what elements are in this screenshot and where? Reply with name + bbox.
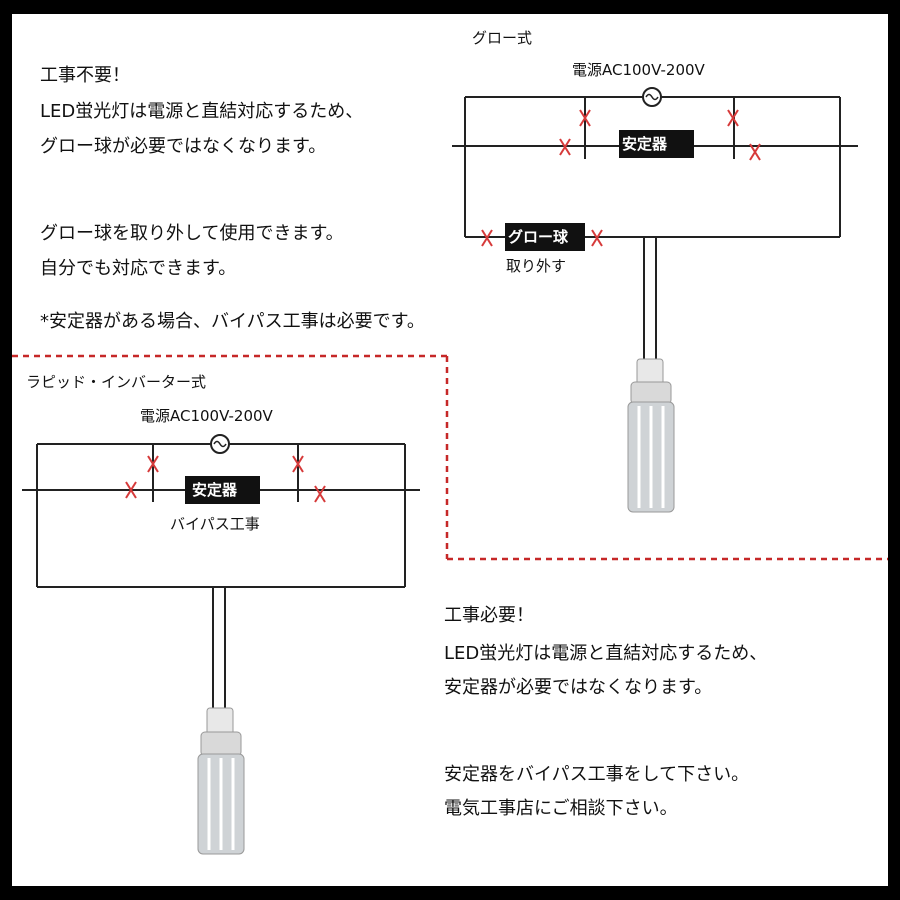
top-left-line-5: 自分でも対応できます。: [40, 258, 237, 279]
ac-source-symbol-bottom: [210, 434, 230, 454]
led-lamp-bottom-icon: [197, 707, 245, 855]
glow-starter-label: グロー球: [508, 228, 569, 246]
ballast-box-top: [619, 130, 694, 158]
ballast-note: *安定器がある場合、バイパス工事は必要です。: [40, 311, 425, 332]
led-lamp-top-icon: [627, 358, 675, 513]
top-left-line-2: LED蛍光灯は電源と直結対応するため、: [40, 101, 364, 122]
no-work-heading: 工事不要！: [40, 65, 130, 86]
cut-marks-bottom: [125, 455, 326, 503]
bottom-right-line-2: LED蛍光灯は電源と直結対応するため、: [444, 643, 768, 664]
remove-label: 取り外す: [506, 257, 567, 275]
work-required-heading: 工事必要！: [444, 605, 534, 626]
diagram-frame: グロー式 電源AC100V-200V 安定器 グロー球 取り外す 工事不要！ L…: [12, 14, 888, 886]
bypass-label: バイパス工事: [170, 515, 260, 533]
ac-source-symbol-top: [642, 87, 662, 107]
glow-box: [505, 223, 585, 251]
glow-type-title: グロー式: [472, 29, 533, 47]
glow-ballast-label: 安定器: [622, 135, 668, 153]
bottom-right-line-3: 安定器が必要ではなくなります。: [444, 677, 713, 698]
rapid-power-label: 電源AC100V-200V: [140, 407, 273, 425]
bottom-right-line-4: 安定器をバイパス工事をして下さい。: [444, 764, 750, 785]
section-divider: [12, 354, 888, 561]
ballast-box-bottom: [185, 476, 260, 504]
rapid-type-title: ラピッド・インバーター式: [26, 373, 207, 391]
cut-marks-top: [481, 109, 761, 247]
glow-power-label: 電源AC100V-200V: [572, 61, 705, 79]
bottom-right-line-5: 電気工事店にご相談下さい。: [444, 798, 678, 819]
wiring-diagrams: [12, 87, 888, 855]
rapid-ballast-label: 安定器: [192, 481, 238, 499]
top-left-line-4: グロー球を取り外して使用できます。: [40, 223, 344, 244]
top-left-line-3: グロー球が必要ではなくなります。: [40, 136, 327, 157]
